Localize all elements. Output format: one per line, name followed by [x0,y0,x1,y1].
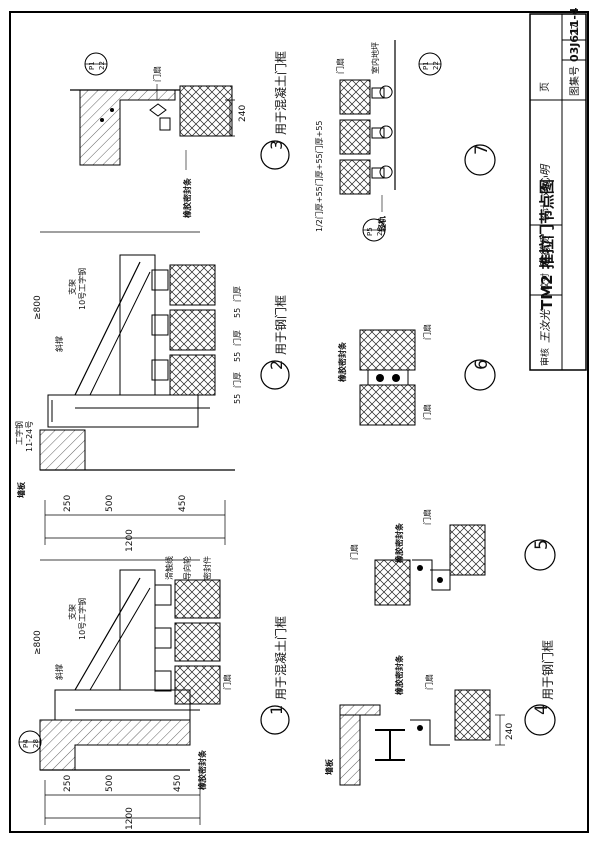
d2-dim-55: 55 [233,394,242,404]
page-number: 27 [570,23,581,36]
d6-label-seal: 橡胶密封条 [337,341,347,382]
d1-label-rubber-seal: 橡胶密封条 [197,749,207,790]
atlas-number: 03J611-4 [568,7,581,62]
d1-dim-500: 500 [105,775,115,792]
detail-4-number-circle [524,704,556,736]
d5-label-door-b: 门扇 [422,509,432,525]
detail-1-number-circle [260,705,290,735]
detail-7-number: 7 [472,144,492,155]
d2-label-ibeam-size: 11-24号 [25,421,34,452]
ref-p4-top: P4 [22,739,30,748]
detail-2-number: 2 [267,360,286,370]
detail-7-number-circle [464,144,496,176]
review-name: 王汝光 [539,309,552,343]
d1-dim-height: ≥800 [33,630,43,655]
ref-p4-bottom: 28 [32,739,40,748]
d6-label-door-b: 门扇 [422,404,432,420]
detail-2: 支架 10号工字钢 斜撑 工字钢 11-24号 墙板 250 500 450 1… [14,231,290,552]
d4-label-door: 门扇 [424,674,434,690]
detail-2-number-circle [260,360,290,390]
d1-label-ibeam10: 10号工字钢 [77,598,87,640]
d2-dim-door-1: 门厚 [232,286,242,302]
detail-6: 橡胶密封条 门扇 门扇 6 [337,324,496,426]
detail-6-number-circle [464,359,496,391]
ref-p1-b-bottom: 22 [432,61,440,70]
d2-label-ibeam10: 10号工字钢 [77,268,87,310]
detail-5-number: 5 [532,539,552,550]
d7-dim-door: 1/2门厚+55门厚+55门厚+55 [314,120,324,232]
detail-1-caption: 用于混凝土门框 [273,616,288,700]
d2-dim-height: ≥800 [33,295,43,320]
d2-label-ibeam: 工字钢 [14,421,24,445]
review-label: 审核 [539,348,551,366]
design-label: 设计 [539,203,551,221]
d4-label-wallboard: 墙板 [324,758,334,775]
ref-p1-a-top: P1 [88,61,96,70]
ref-p5-bottom: 28 [376,227,384,236]
ref-p1-a-bottom: 22 [98,61,106,70]
d1-dim-1200: 1200 [125,807,135,830]
d2-label-bracket: 支架 [67,279,77,295]
detail-5-number-circle [524,539,556,571]
d5-label-seal: 橡胶密封条 [394,522,404,563]
page-label: 页 [539,82,551,92]
check-label: 校对 [539,273,551,291]
detail-1: 滑触线 导向轮 密封件 支架 10号工字钢 斜撑 门扇 橡胶密封条 P4 28 … [18,556,290,830]
sheet-border [9,11,589,833]
d3-label-seal: 橡胶密封条 [182,177,192,218]
d2-label-wallboard: 墙板 [16,481,26,498]
d4-label-seal: 橡胶密封条 [394,654,404,695]
d2-dim-1200: 1200 [125,529,135,552]
design-name: 刘心明 [539,163,552,198]
detail-4: 240 橡胶密封条 门扇 墙板 4 用于钢门框 [324,640,556,786]
ref-p5-top: P5 [366,227,374,236]
d2-dim-250: 250 [63,495,73,512]
d1-label-trolley: 滑触线 [164,556,174,580]
detail-3: 240 P1 22 门扇 橡胶密封条 3 用于混凝土门框 [70,51,290,218]
d1-dim-450: 450 [173,775,183,792]
d1-label-guide: 导向轮 [182,556,192,580]
detail-4-number: 4 [532,704,552,715]
d6-label-door-a: 门扇 [422,324,432,340]
d2-dim-gap-1: 55 [233,308,242,318]
d7-label-door: 门扇 [335,58,345,74]
d3-label-door: 门扇 [152,66,162,82]
d2-dim-door-2: 门厚 [232,330,242,346]
atlas-label: 图集号 [568,66,581,96]
d4-dim-240: 240 [505,723,515,740]
drawing-title: TM2 推拉门节点图 [538,179,556,310]
check-name: 陈德贵 [539,234,552,268]
title-block: TM2 推拉门节点图 图集号 03J611-4 页 27 审核 王汝光 校对 陈… [529,7,587,371]
d1-dim-250: 250 [63,775,73,792]
detail-1-number: 1 [267,705,286,715]
d2-dim-door-3: 门厚 [232,372,242,388]
d1-label-bracket: 支架 [67,604,77,620]
detail-7: 门扇 室内地坪 轻轨 1/2门厚+55门厚+55门厚+55 P1 22 P5 2… [314,40,496,242]
detail-5: 门扇 橡胶密封条 门扇 5 [349,509,556,606]
d2-dim-450: 450 [178,495,188,512]
d2-dim-gap-2: 55 [233,352,242,362]
d7-label-rail: 轻轨 [377,216,387,232]
d1-label-door: 门扇 [222,674,232,690]
d5-label-door-a: 门扇 [349,544,359,560]
ref-p1-b-top: P1 [422,61,430,70]
d2-label-brace: 斜撑 [54,336,64,352]
detail-3-number: 3 [267,140,286,150]
detail-6-number: 6 [472,359,492,370]
detail-3-number-circle [260,140,290,170]
d1-label-brace: 斜撑 [54,664,64,680]
d2-dim-500: 500 [105,495,115,512]
d3-dim-240: 240 [238,105,248,122]
d7-label-floor: 室内地坪 [370,42,380,74]
detail-3-caption: 用于混凝土门框 [273,51,288,135]
d1-label-seal-part: 密封件 [202,556,212,580]
detail-4-caption: 用于钢门框 [540,640,555,700]
detail-2-caption: 用于钢门框 [273,295,288,355]
